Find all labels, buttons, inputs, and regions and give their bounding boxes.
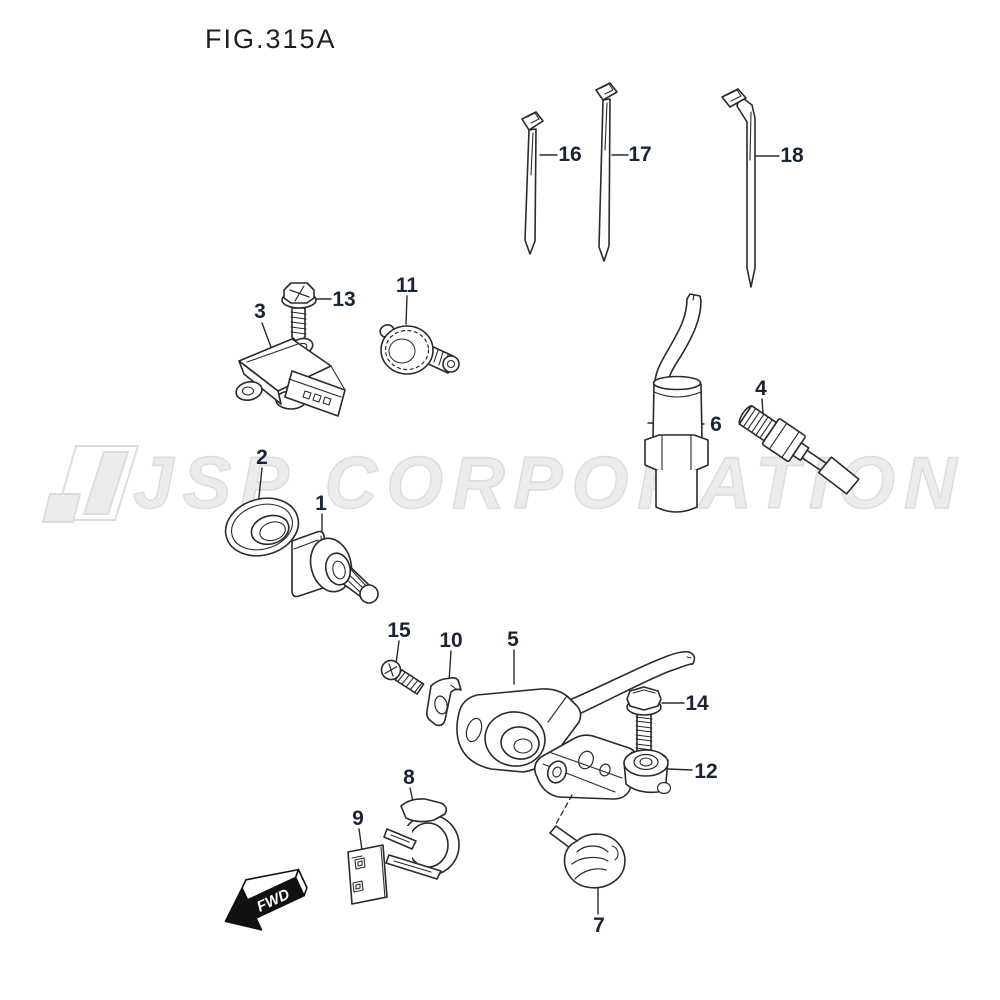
part-drawing-9 — [347, 844, 388, 905]
part-label-11: 11 — [395, 274, 419, 297]
part-drawing-5 — [456, 650, 696, 773]
part-drawing-3 — [235, 337, 346, 417]
leader-line-12 — [667, 768, 693, 771]
leader-line-15 — [395, 640, 400, 665]
part-drawing-17 — [595, 82, 618, 262]
jsp-logo-icon — [42, 445, 140, 523]
leader-line-11 — [405, 295, 408, 325]
part-drawing-14 — [626, 686, 662, 758]
figure-title: FIG.315A — [205, 24, 337, 54]
part-drawing-7 — [549, 825, 626, 889]
part-drawing-15 — [380, 659, 425, 695]
part-label-14: 14 — [685, 692, 709, 715]
part-label-7: 7 — [593, 914, 605, 937]
part-label-17: 17 — [628, 143, 652, 166]
part-label-2: 2 — [256, 446, 268, 469]
part-label-13: 13 — [332, 288, 356, 311]
part-drawing-10 — [426, 677, 462, 727]
leader-line-9 — [358, 828, 363, 851]
part-label-3: 3 — [254, 300, 266, 323]
part-drawing-4 — [738, 404, 860, 495]
part-label-15: 15 — [387, 619, 411, 642]
part-drawing-18 — [721, 88, 756, 288]
part-label-6: 6 — [710, 413, 722, 436]
part-label-4: 4 — [755, 377, 767, 400]
part-label-9: 9 — [352, 807, 364, 830]
leader-line-10 — [448, 650, 452, 683]
part-label-5: 5 — [507, 628, 519, 651]
part-label-1: 1 — [315, 492, 327, 515]
part-drawing-6 — [644, 293, 709, 513]
part-label-16: 16 — [558, 143, 582, 166]
part-drawing-8 — [382, 798, 460, 880]
part-drawing-16 — [521, 111, 544, 255]
part-label-10: 10 — [439, 629, 463, 652]
part-drawing-1 — [291, 530, 379, 604]
part-label-12: 12 — [694, 760, 718, 783]
part-drawing-12 — [533, 734, 672, 825]
fwd-direction-marker: FWD — [224, 868, 308, 931]
part-label-8: 8 — [403, 766, 415, 789]
part-label-18: 18 — [780, 144, 804, 167]
link-line-12-7 — [555, 794, 573, 825]
part-drawing-11 — [379, 324, 460, 375]
leader-lines — [256, 154, 780, 915]
part-drawing-13 — [281, 282, 317, 344]
part-drawing-2 — [224, 497, 300, 557]
